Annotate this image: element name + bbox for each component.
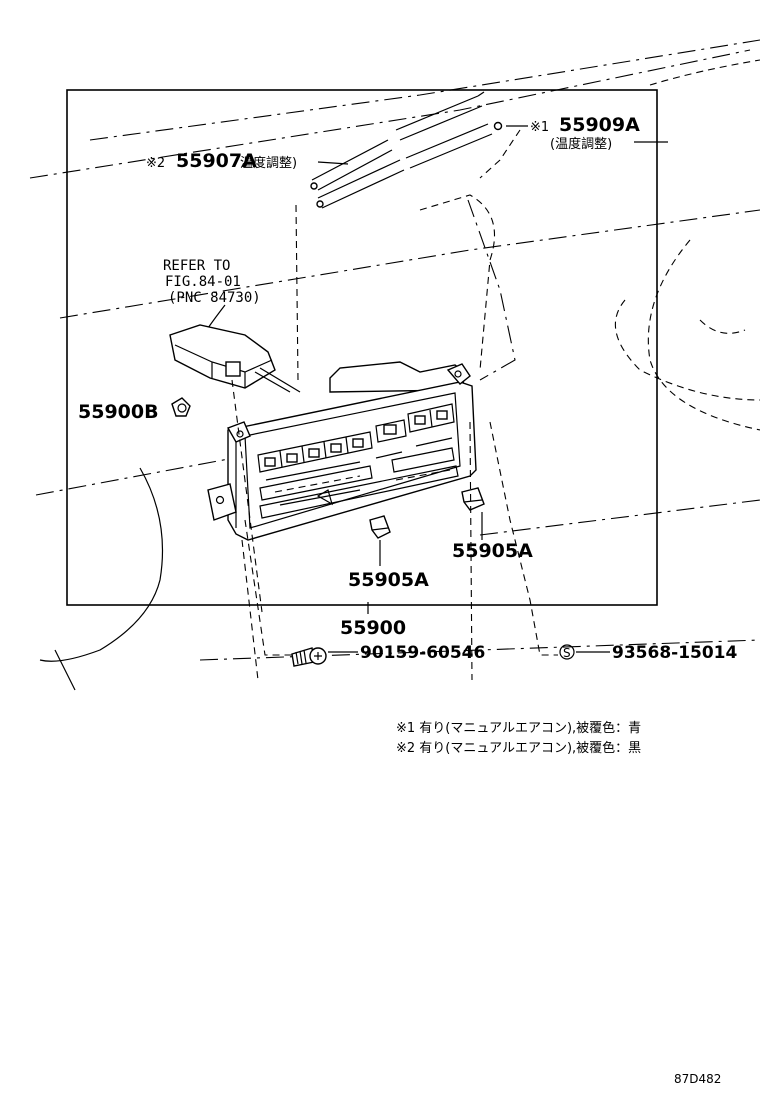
refer-line-1: REFER TO [163,258,230,274]
figure-code: 87D482 [674,1072,721,1086]
vehicle-outline-lines [29,39,760,691]
screw-s-symbol [559,644,575,660]
label-55905a-left: 55905A [348,569,429,591]
knob-55905a-left [369,515,391,539]
leader-refer [207,304,226,329]
blower-module [169,324,301,393]
note-1: ※1 有り(マニュアルエアコン),被覆色：青 [396,720,641,736]
cable-guide-line [295,204,299,381]
label-55907a-sub: 温度調整) [240,155,297,171]
guide-screw [244,519,305,656]
assembly-frame [66,89,658,606]
label-55909a-sub: (温度調整) [550,136,612,152]
label-93568: 93568-15014 [612,643,738,663]
label-55905a-right: 55905A [452,540,533,562]
refer-line-3: (PNC 84730) [168,290,261,306]
label-55900b: 55900B [78,401,159,423]
cable-55909a [316,121,503,209]
refer-line-2: FIG.84-01 [165,274,241,290]
screw-90159 [291,647,327,667]
cable-55907a [310,91,485,191]
guide-left [231,379,263,613]
label-55909a: 55909A [559,114,640,136]
cable-guide-line-2 [479,129,521,179]
bulb-55900b [171,397,191,417]
label-90159: 90159-60546 [360,643,485,663]
label-55907a: 55907A [176,150,257,172]
knob-55905a-right [461,487,485,511]
label-55900: 55900 [340,617,406,639]
leader-55907a [317,161,349,165]
mark-2: ※2 [146,156,165,171]
screw-mark: S [563,646,571,660]
mark-1: ※1 [530,120,549,135]
heater-control-panel [207,361,477,541]
note-2: ※2 有り(マニュアルエアコン),被覆色：黒 [396,740,641,756]
guide-right [489,421,558,656]
